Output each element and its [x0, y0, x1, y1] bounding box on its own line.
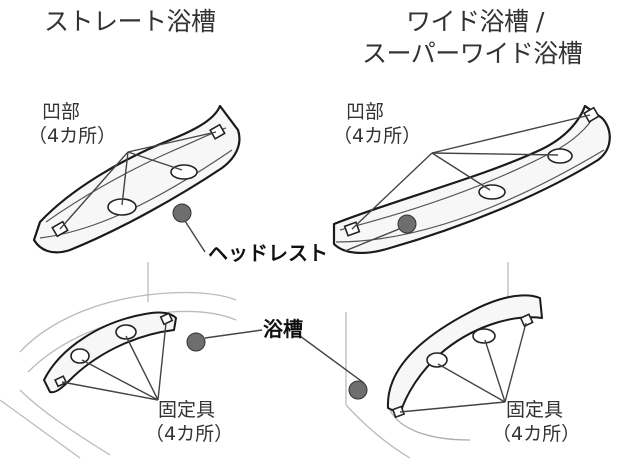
fixture-straight-3 — [54, 375, 68, 388]
fixture-straight-2 — [115, 324, 137, 340]
fixture-wide-4 — [519, 313, 534, 328]
fixture-count-right: （4カ所） — [492, 423, 581, 445]
fixture-leaders-wide — [399, 322, 527, 413]
title-wide-bathtub: ワイド浴槽 / — [406, 7, 544, 36]
recess-count-left: （4カ所） — [28, 125, 117, 147]
bathtub-marker-wide — [348, 380, 368, 400]
headrest-leader-right — [344, 228, 400, 252]
fixture-straight-1 — [70, 348, 90, 364]
recess-wide-1 — [478, 184, 506, 200]
bathtub-leader-right — [299, 335, 365, 384]
fixture-straight-4 — [159, 312, 174, 326]
fixture-label-left: 固定具 — [158, 399, 216, 421]
title-straight-bathtub: ストレート浴槽 — [44, 7, 216, 36]
headrest-marker-wide — [397, 214, 417, 234]
recess-label-right: 凹部 — [346, 101, 385, 123]
headrest-leader-left — [184, 220, 206, 253]
title-super-wide-bathtub: スーパーワイド浴槽 — [362, 39, 583, 68]
fixtures-straight — [54, 312, 174, 388]
headrest-label: ヘッドレスト — [208, 241, 328, 265]
bathtub-marker-straight — [186, 332, 206, 352]
fixture-wide-3 — [391, 405, 406, 419]
fixture-label-right: 固定具 — [506, 399, 564, 421]
fixture-leaders-straight — [61, 322, 167, 401]
recess-label-left: 凹部 — [42, 101, 81, 123]
recess-wide-4 — [583, 106, 600, 123]
fixture-wide-2 — [472, 328, 496, 344]
bathtub-wide-illustration — [345, 262, 509, 459]
bathtub-leader-left — [204, 329, 263, 339]
fixtures-wide — [391, 313, 534, 419]
recess-wide-2 — [547, 148, 573, 164]
fixture-count-left: （4カ所） — [145, 423, 234, 445]
recess-count-right: （4カ所） — [333, 125, 422, 147]
bathtub-wide-headrest — [386, 294, 543, 441]
recess-straight-4 — [209, 123, 226, 140]
recess-leaders-straight — [59, 131, 217, 230]
recess-leaders-wide — [351, 114, 591, 230]
fixture-wide-1 — [426, 352, 448, 368]
headrest-straight-body — [32, 104, 241, 254]
headrest-marker-straight — [172, 203, 192, 223]
bathtub-label: 浴槽 — [263, 317, 303, 341]
